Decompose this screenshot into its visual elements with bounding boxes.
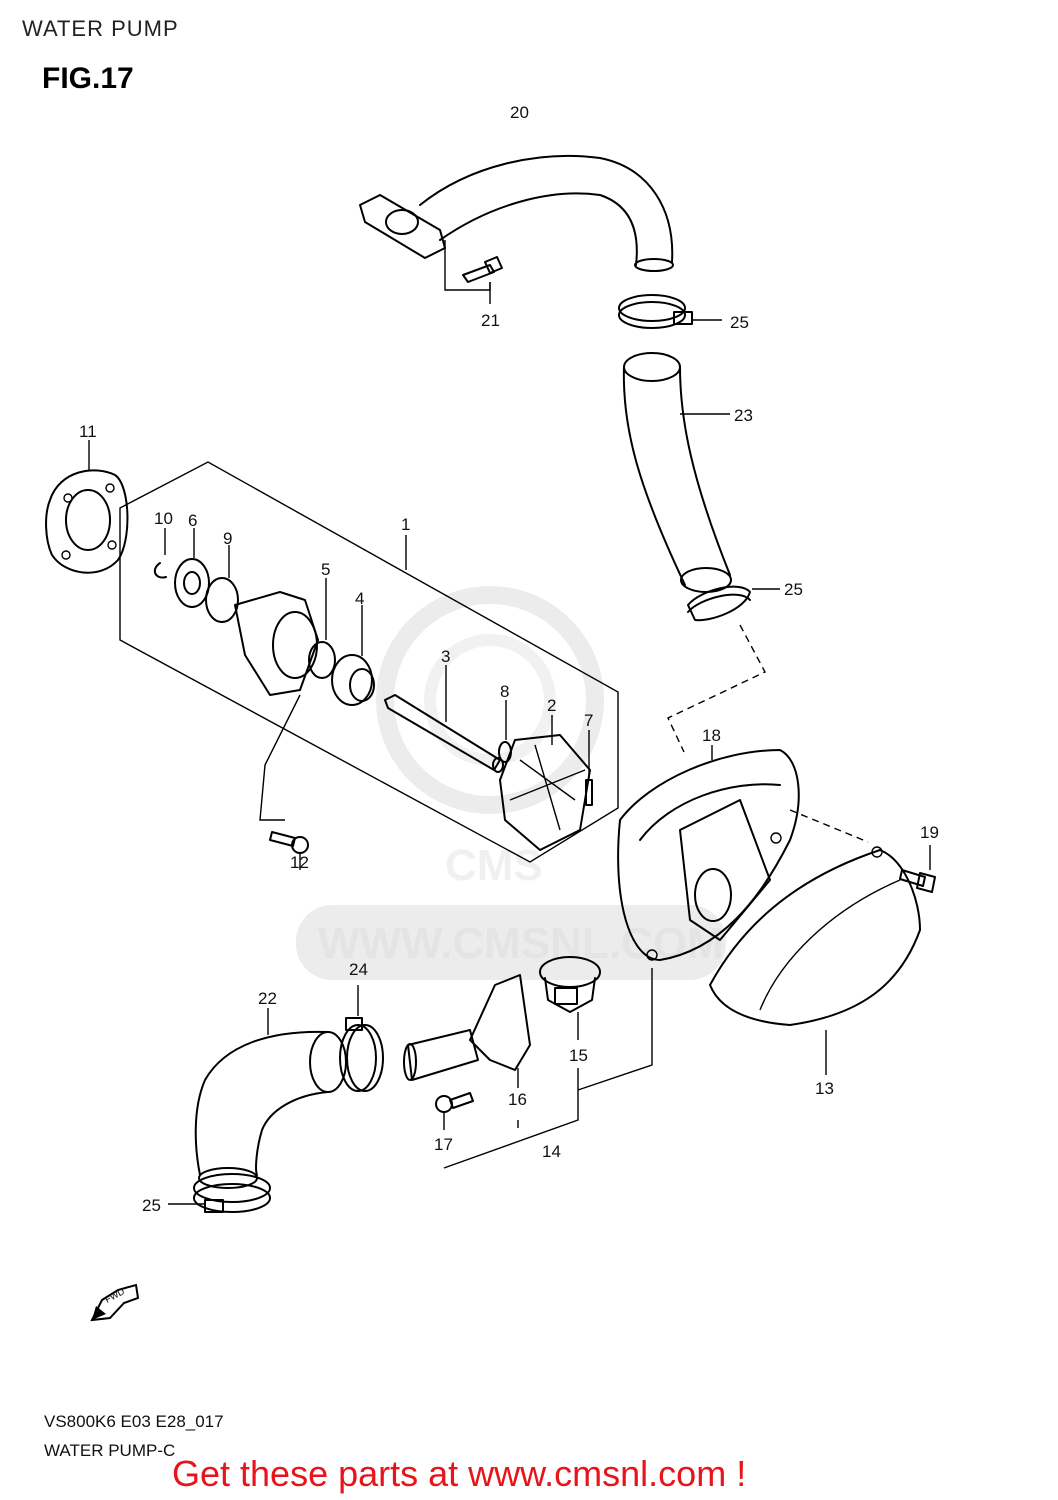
part-4-mechanical-seal	[331, 605, 375, 706]
callout-5: 5	[321, 560, 330, 579]
callout-19: 19	[920, 823, 939, 842]
part-15-thermostat	[539, 956, 601, 1040]
watermark-text: WWW.CMSNL.COM	[318, 919, 724, 968]
callout-12: 12	[290, 853, 309, 872]
callout-18: 18	[702, 726, 721, 745]
callout-25-top: 25	[730, 313, 749, 332]
part-10-circlip	[153, 528, 167, 579]
callout-24: 24	[349, 960, 368, 979]
part-21-bolt	[444, 240, 503, 304]
callout-6: 6	[188, 511, 197, 530]
part-14-bracket-lines	[443, 1068, 579, 1169]
callout-4: 4	[355, 589, 364, 608]
callout-1: 1	[401, 515, 410, 534]
part-16-inlet-fitting	[403, 974, 531, 1088]
part-9-seal	[205, 545, 239, 623]
part-6-bearing	[174, 528, 210, 608]
callout-15: 15	[569, 1046, 588, 1065]
part-5-oil-seal	[308, 578, 336, 679]
callout-16: 16	[508, 1090, 527, 1109]
part-7-pin	[585, 730, 593, 806]
callout-25-bottom: 25	[142, 1196, 161, 1215]
callout-14: 14	[542, 1142, 561, 1161]
callout-20: 20	[510, 103, 529, 122]
part-13-shroud	[709, 846, 921, 1075]
watermark-logo-text: CMS	[445, 841, 543, 890]
callout-17: 17	[434, 1135, 453, 1154]
part-22-elbow-hose	[194, 1008, 347, 1189]
callout-10: 10	[154, 509, 173, 528]
watermark-banner	[296, 905, 726, 980]
connector-line-cover-to-shroud	[789, 809, 869, 843]
part-19-bolt	[899, 845, 936, 893]
part-20-outlet-pipe	[359, 154, 674, 272]
callout-25-middle: 25	[784, 580, 803, 599]
cta-link[interactable]: Get these parts at www.cmsnl.com !	[172, 1453, 747, 1494]
part-2-impeller	[499, 715, 591, 851]
connector-line-hose-to-cover	[667, 624, 766, 753]
callout-7: 7	[584, 711, 593, 730]
part-pump-body	[234, 591, 319, 696]
callout-2: 2	[547, 696, 556, 715]
part-24-hose-clamp	[339, 985, 384, 1092]
connector-line-inlet-to-cover	[577, 968, 653, 1091]
connector-line-body-to-bolt	[259, 694, 301, 821]
part-25-hose-clamp-top	[618, 294, 722, 329]
callout-8: 8	[500, 682, 509, 701]
part-3-shaft	[384, 665, 504, 773]
diagram-code: VS800K6 E03 E28_017	[44, 1412, 224, 1431]
callout-22: 22	[258, 989, 277, 1008]
fwd-direction-arrow-icon: FWD	[90, 1283, 140, 1322]
callout-9: 9	[223, 529, 232, 548]
callout-23: 23	[734, 406, 753, 425]
part-23-hose	[622, 352, 732, 593]
callout-3: 3	[441, 647, 450, 666]
figure-label: FIG.17	[42, 62, 134, 95]
part-12-bolt	[269, 831, 309, 870]
diagram-subtitle: WATER PUMP-C	[44, 1441, 176, 1460]
page-title: WATER PUMP	[22, 16, 179, 41]
part-11-gasket	[45, 440, 129, 574]
callout-21: 21	[481, 311, 500, 330]
part-17-screw	[435, 1092, 474, 1130]
watermark-logo: CMS	[376, 586, 604, 890]
part-18-cover	[617, 745, 800, 961]
callout-13: 13	[815, 1079, 834, 1098]
callout-11: 11	[79, 422, 97, 441]
part-25-hose-clamp-middle	[687, 585, 780, 622]
part-25-hose-clamp-bottom	[168, 1173, 271, 1213]
part-1-assembly-outline	[119, 461, 619, 863]
